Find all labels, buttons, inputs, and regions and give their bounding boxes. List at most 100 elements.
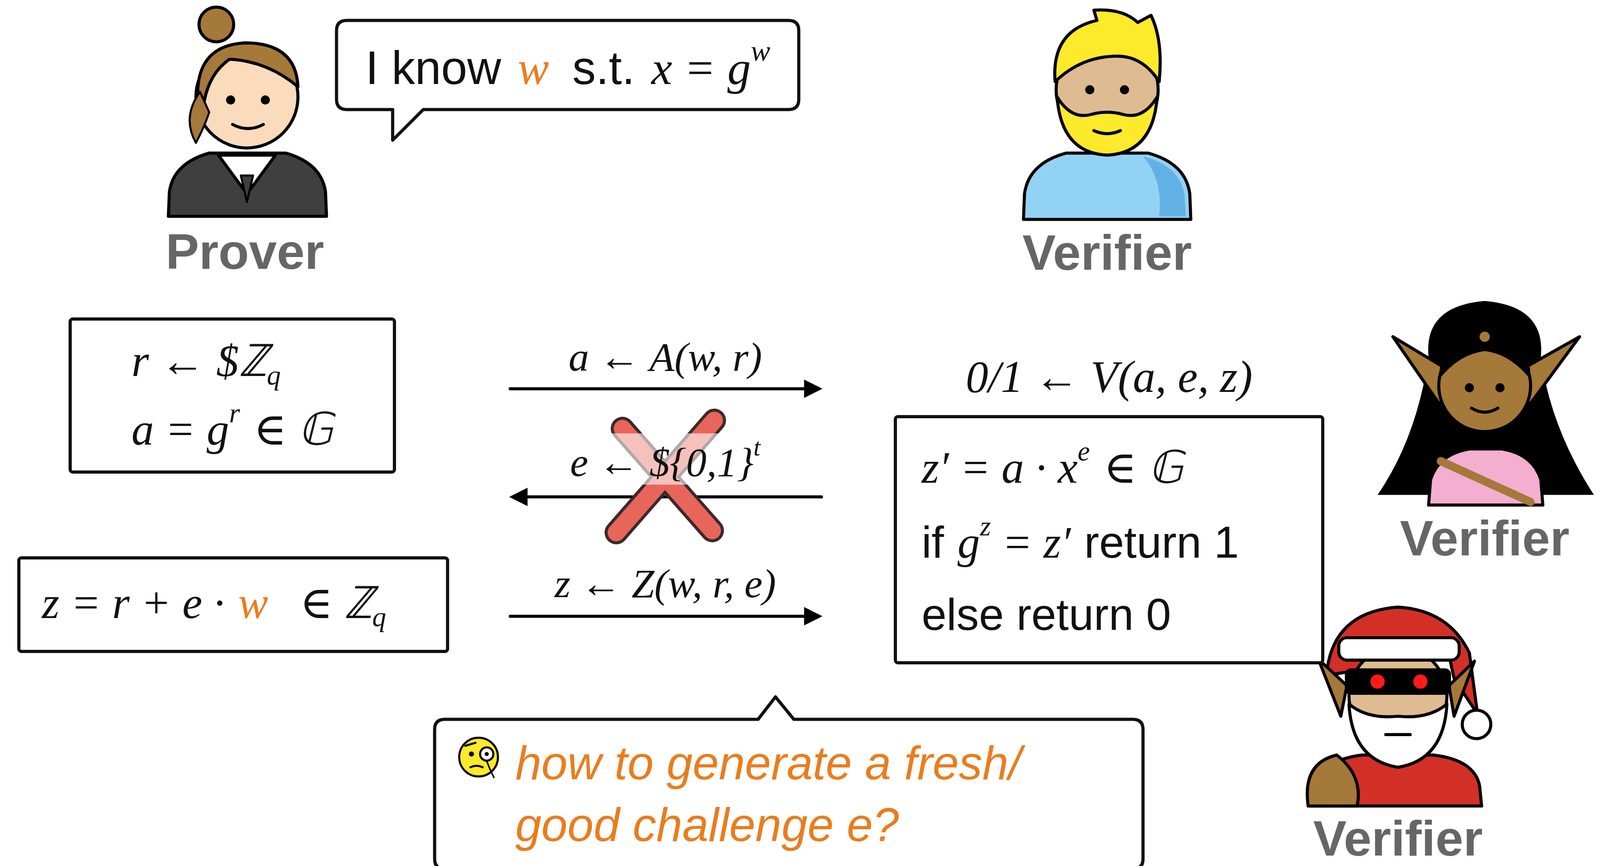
message-arrow-part: [510, 387, 808, 391]
text-block: I knowws.t.x = gw: [365, 33, 771, 96]
formula-text: ∈ ℤ: [299, 578, 373, 628]
role-label-holder: Prover: [165, 223, 325, 280]
evil-verifier-figure-part: [1385, 733, 1411, 737]
verifier-figure-part: [1094, 130, 1121, 134]
evil-verifier-figure-part: [1344, 668, 1452, 695]
text-line: ifgz= z′return 1: [921, 503, 1239, 579]
message-arrow: [510, 607, 823, 626]
challenge-label: t: [753, 432, 761, 461]
message-label-holder: a ← A(w, r): [568, 334, 763, 380]
prover-figure-part: [232, 124, 263, 129]
prover-figure-part: [168, 153, 327, 217]
elf-verifier-figure-part: [1471, 408, 1498, 413]
text-line: r ← $ℤq: [131, 330, 333, 395]
elf-verifier-figure-part: [1464, 383, 1474, 393]
prover-figure-part: [260, 95, 270, 105]
formula-text: z′ = a · x: [921, 442, 1078, 493]
monocle-face-emoji: [459, 737, 498, 778]
message-arrow: [510, 379, 823, 398]
formula-text: a = g: [131, 404, 229, 455]
elf-verifier-figure-part: [1440, 461, 1531, 503]
speech-bubble: I knowws.t.x = gw: [336, 20, 799, 110]
message-arrow-part: [803, 607, 823, 626]
formula-text: z = r + e ·: [41, 578, 225, 628]
formula-text: = z′: [1001, 517, 1071, 568]
formula-text: ∈ 𝔾: [1103, 442, 1184, 493]
evil-verifier-figure-part: [1413, 674, 1428, 689]
prover-figure-part: [189, 91, 210, 143]
text-line: I knowws.t.x = gw: [365, 33, 771, 96]
role-label: Prover: [165, 223, 325, 280]
monocle-face-emoji-part: [486, 761, 495, 778]
prover-commit-box: r ← $ℤqa = gr∈ 𝔾: [68, 317, 397, 474]
text-block: z = r + e · w ∈ ℤq: [41, 574, 387, 636]
monocle-face-emoji-part: [484, 752, 489, 757]
challenge-arrow-part: [509, 487, 528, 506]
bubble-outline-path: [434, 697, 1144, 866]
elf-verifier-figure: [1377, 301, 1594, 506]
monocle-face-emoji-part: [459, 737, 498, 777]
elf-verifier-figure-part: [1495, 383, 1505, 393]
elf-verifier-figure-part: [1525, 336, 1580, 407]
formula-text: w: [750, 34, 771, 67]
formula-text: return 1: [1084, 517, 1239, 568]
role-label-holder: Verifier: [1022, 225, 1192, 282]
message-arrow-part: [510, 614, 808, 619]
text-line: z′ = a · xe ∈ 𝔾: [921, 428, 1239, 504]
message-label: z ← Z(w, r, e): [554, 560, 777, 606]
formula-text: if: [921, 517, 944, 568]
evil-verifier-figure-part: [1370, 674, 1385, 689]
monocle-face-emoji-part: [468, 751, 474, 757]
challenge-label-holder: e ← ${0,1}t: [565, 433, 765, 485]
formula-text: r ← $ℤ: [131, 336, 267, 386]
evil-verifier-figure-part: [1348, 703, 1447, 768]
prover-figure-part: [240, 175, 253, 202]
evil-verifier-figure-part: [1462, 710, 1492, 739]
formula-text: e: [1077, 435, 1090, 467]
formula-text: s.t.: [572, 41, 635, 95]
message-label-holder: z ← Z(w, r, e): [554, 561, 777, 607]
verifier-check-box: z′ = a · xe∈ 𝔾ifgz= z′return 1else retur…: [893, 415, 1325, 665]
verifier-figure-part: [1119, 85, 1130, 95]
monocle-face-emoji-part: [465, 743, 476, 747]
prover-figure-part: [197, 42, 298, 102]
role-label: Verifier: [1022, 224, 1192, 281]
prover-response-box: z = r + e · w ∈ ℤq: [17, 556, 449, 654]
formula-text: x = g: [651, 42, 751, 95]
role-label: Verifier: [1312, 810, 1483, 866]
formula-text: g: [957, 517, 980, 568]
elf-verifier-figure-part: [1392, 336, 1444, 407]
formula-text: else return 0: [921, 589, 1171, 640]
box-heading: 0/1 ← V(a, e, z): [965, 350, 1253, 405]
text-block: z′ = a · xe∈ 𝔾ifgz= z′return 1else retur…: [921, 428, 1239, 652]
elf-verifier-figure-part: [1428, 449, 1544, 506]
challenge-label: e ← ${0,1}: [569, 439, 754, 485]
text-block: how to generate a fresh/ good challenge …: [515, 732, 1057, 856]
question-callout: how to generate a fresh/ good challenge …: [434, 719, 1144, 866]
text-block: r ← $ℤqa = gr∈ 𝔾: [131, 330, 333, 461]
formula-text: I know: [365, 41, 502, 95]
verifier-figure-part: [1054, 9, 1160, 82]
verifier-figure: [1023, 9, 1191, 220]
message-label: a ← A(w, r): [568, 334, 763, 380]
text-line: z = r + e · w ∈ ℤq: [41, 574, 387, 636]
verifier-figure-part: [1057, 96, 1158, 155]
monocle-face-emoji-part: [480, 747, 494, 761]
evil-verifier-figure-part: [1338, 637, 1460, 660]
role-label-holder: Verifier: [1399, 510, 1570, 567]
formula-text: ∈ 𝔾: [253, 404, 333, 455]
formula-text: how to generate a fresh/ good challenge …: [515, 736, 1022, 851]
verifier-figure-part: [1023, 153, 1191, 220]
evil-verifier-figure-part: [1318, 658, 1348, 717]
formula-text: w: [517, 42, 550, 95]
formula-text: q: [267, 359, 282, 391]
prover-figure-part: [198, 7, 234, 42]
evil-verifier-figure-part: [1307, 755, 1358, 807]
evil-verifier-figure: [1307, 607, 1491, 807]
text-line: else return 0: [921, 578, 1239, 651]
elf-verifier-figure-part: [1438, 328, 1531, 380]
formula-text: w: [238, 578, 269, 628]
text-line: how to generate a fresh/ good challenge …: [515, 732, 1057, 856]
formula-text: q: [372, 601, 387, 633]
